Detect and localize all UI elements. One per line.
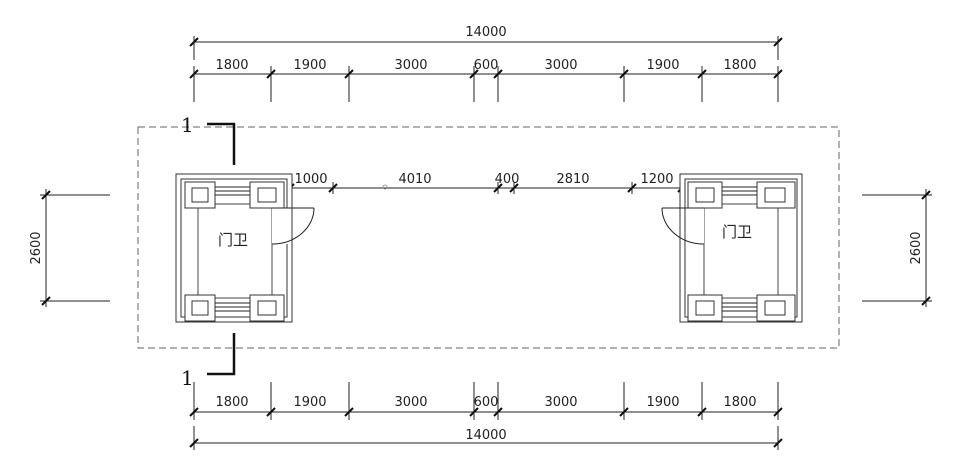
road-dim-4: 2810 <box>556 172 589 187</box>
right-guard-house: 门卫 <box>661 173 803 323</box>
top-total-label: 14000 <box>465 25 506 40</box>
site-boundary <box>137 126 840 349</box>
right-room-label: 门卫 <box>722 223 752 241</box>
bottom-seg-3: 3000 <box>394 395 427 410</box>
bottom-seg-6: 1900 <box>646 395 679 410</box>
top-segment-dimensions: 1800 1900 3000 600 3000 1900 1800 <box>189 58 783 102</box>
left-room-label: 门卫 <box>218 231 248 249</box>
right-side-dimension: 2600 <box>862 189 932 307</box>
section-label-top: 1 <box>181 113 194 137</box>
road-dim-3: 400 <box>495 172 520 187</box>
right-side-label: 2600 <box>909 231 924 264</box>
road-dim-2: 4010 <box>398 172 431 187</box>
bottom-total-dimension: 14000 <box>189 426 783 450</box>
top-seg-2: 1900 <box>293 58 326 73</box>
bottom-seg-1: 1800 <box>215 395 248 410</box>
bottom-seg-7: 1800 <box>723 395 756 410</box>
bottom-total-label: 14000 <box>465 428 506 443</box>
section-label-bottom: 1 <box>181 366 194 390</box>
top-total-dimension: 14000 <box>189 25 783 60</box>
section-marker-bottom: 1 <box>181 333 236 390</box>
section-marker-top: 1 <box>181 113 236 165</box>
left-side-label: 2600 <box>29 231 44 264</box>
left-guard-room <box>197 203 273 299</box>
top-seg-1: 1800 <box>215 58 248 73</box>
left-side-dimension: 2600 <box>29 189 110 307</box>
bottom-seg-2: 1900 <box>293 395 326 410</box>
top-seg-5: 3000 <box>544 58 577 73</box>
top-seg-7: 1800 <box>723 58 756 73</box>
road-dimension: 1000 4010 400 2810 1200 <box>285 172 687 194</box>
bottom-segment-dimensions: 1800 1900 3000 600 3000 1900 1800 <box>189 382 783 420</box>
top-seg-4: 600 <box>474 58 499 73</box>
road-dim-1: 1000 <box>294 172 327 187</box>
road-centre-mark <box>382 184 388 190</box>
bottom-seg-4: 600 <box>474 395 499 410</box>
road-dim-5: 1200 <box>640 172 673 187</box>
right-guard-room <box>703 203 779 299</box>
top-seg-3: 3000 <box>394 58 427 73</box>
top-seg-6: 1900 <box>646 58 679 73</box>
bottom-seg-5: 3000 <box>544 395 577 410</box>
left-guard-house: 门卫 <box>175 173 315 323</box>
